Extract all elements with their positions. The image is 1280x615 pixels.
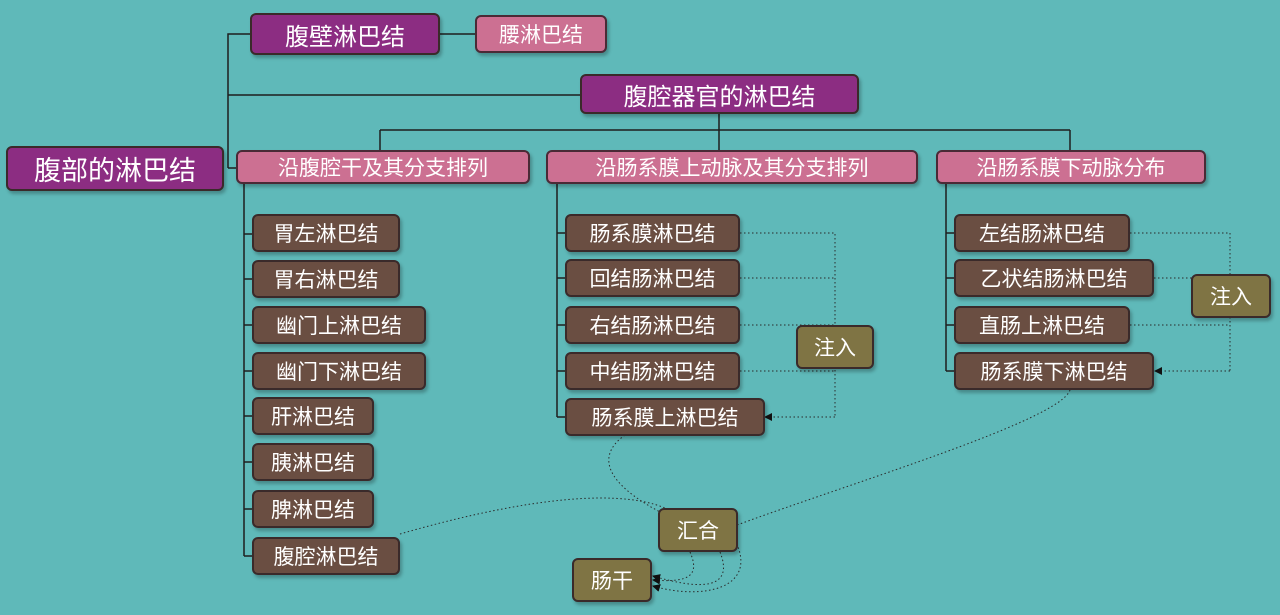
abdominal-organs-node: 腹腔器官的淋巴结 xyxy=(580,74,859,114)
inject-label-inferior: 注入 xyxy=(1191,274,1271,318)
list-item: 幽门上淋巴结 xyxy=(252,306,426,344)
list-item: 脾淋巴结 xyxy=(252,490,374,528)
list-item: 幽门下淋巴结 xyxy=(252,352,426,390)
group-superior-mesenteric: 沿肠系膜上动脉及其分支排列 xyxy=(546,150,918,184)
list-item: 肝淋巴结 xyxy=(252,397,374,435)
abdominal-wall-node: 腹壁淋巴结 xyxy=(250,13,440,55)
list-item: 回结肠淋巴结 xyxy=(565,259,740,297)
list-item: 肠系膜淋巴结 xyxy=(565,214,740,252)
group-inferior-mesenteric: 沿肠系膜下动脉分布 xyxy=(936,150,1206,184)
flow-lines xyxy=(399,232,1231,593)
group-celiac-trunk: 沿腹腔干及其分支排列 xyxy=(236,150,530,184)
lumbar-node: 腰淋巴结 xyxy=(475,15,607,53)
list-item: 右结肠淋巴结 xyxy=(565,306,740,344)
list-item: 胃左淋巴结 xyxy=(252,214,400,252)
list-item: 中结肠淋巴结 xyxy=(565,352,740,390)
list-item: 乙状结肠淋巴结 xyxy=(954,259,1154,297)
list-item: 腹腔淋巴结 xyxy=(252,537,400,575)
list-item: 肠系膜上淋巴结 xyxy=(565,398,765,436)
list-item: 胰淋巴结 xyxy=(252,443,374,481)
list-item: 胃右淋巴结 xyxy=(252,260,400,298)
tree-lines xyxy=(227,33,1071,557)
inject-label-superior: 注入 xyxy=(796,325,874,369)
root-node: 腹部的淋巴结 xyxy=(6,146,224,191)
list-item: 左结肠淋巴结 xyxy=(954,214,1130,252)
list-item: 肠系膜下淋巴结 xyxy=(954,352,1154,390)
converge-label: 汇合 xyxy=(658,508,738,552)
list-item: 直肠上淋巴结 xyxy=(954,306,1130,344)
intestinal-trunk-node: 肠干 xyxy=(572,558,652,602)
